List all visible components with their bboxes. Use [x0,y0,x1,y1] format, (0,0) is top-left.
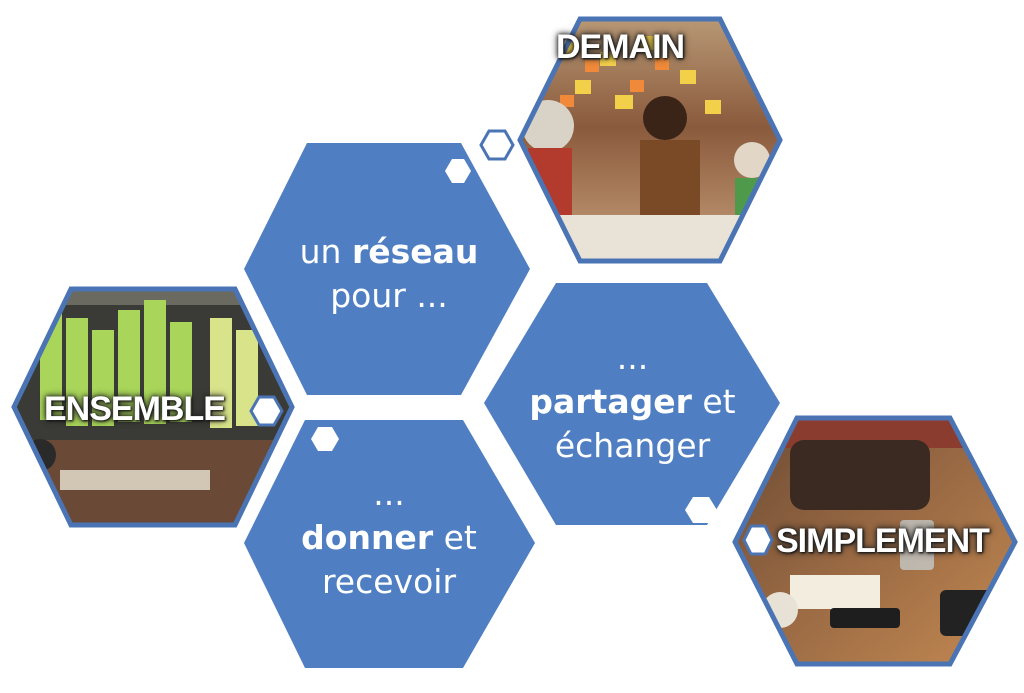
small-hexagon-demain [479,129,515,161]
donner-line1: ... [373,474,405,513]
small-hexagon-donner [311,427,339,451]
small-hexagon-simplement [742,524,774,556]
partager-line3: échanger [554,426,711,465]
photo-simplement-border [732,415,1018,667]
text-partager: ... partager et échanger [520,336,745,468]
partager-post: et [691,382,736,421]
reseau-bold: réseau [351,232,479,271]
donner-line3: recevoir [321,562,457,601]
reseau-line1: un réseau [284,230,494,274]
donner-bold: donner [301,518,434,557]
photo-ensemble-border [11,286,295,528]
hexagon-donner [244,420,535,668]
small-hexagon-partager [685,497,717,523]
label-demain: DEMAIN [556,28,685,66]
label-simplement: SIMPLEMENT [776,522,990,560]
photo-demain-border [517,16,783,264]
text-reseau: un réseau pour ... [284,230,494,318]
donner-line2: donner et [284,516,494,560]
small-hexagon-reseau [445,159,471,183]
partager-bold: partager [529,382,692,421]
reseau-line2: pour ... [330,276,448,315]
label-ensemble: ENSEMBLE [44,390,226,428]
hexagon-partager [484,283,780,525]
donner-post: et [433,518,477,557]
partager-line1: ... [616,338,649,377]
reseau-pre: un [299,232,352,271]
partager-line2: partager et [520,380,745,424]
small-hexagon-ensemble [249,395,284,427]
text-donner: ... donner et recevoir [284,472,494,604]
hexagon-reseau [244,143,530,395]
